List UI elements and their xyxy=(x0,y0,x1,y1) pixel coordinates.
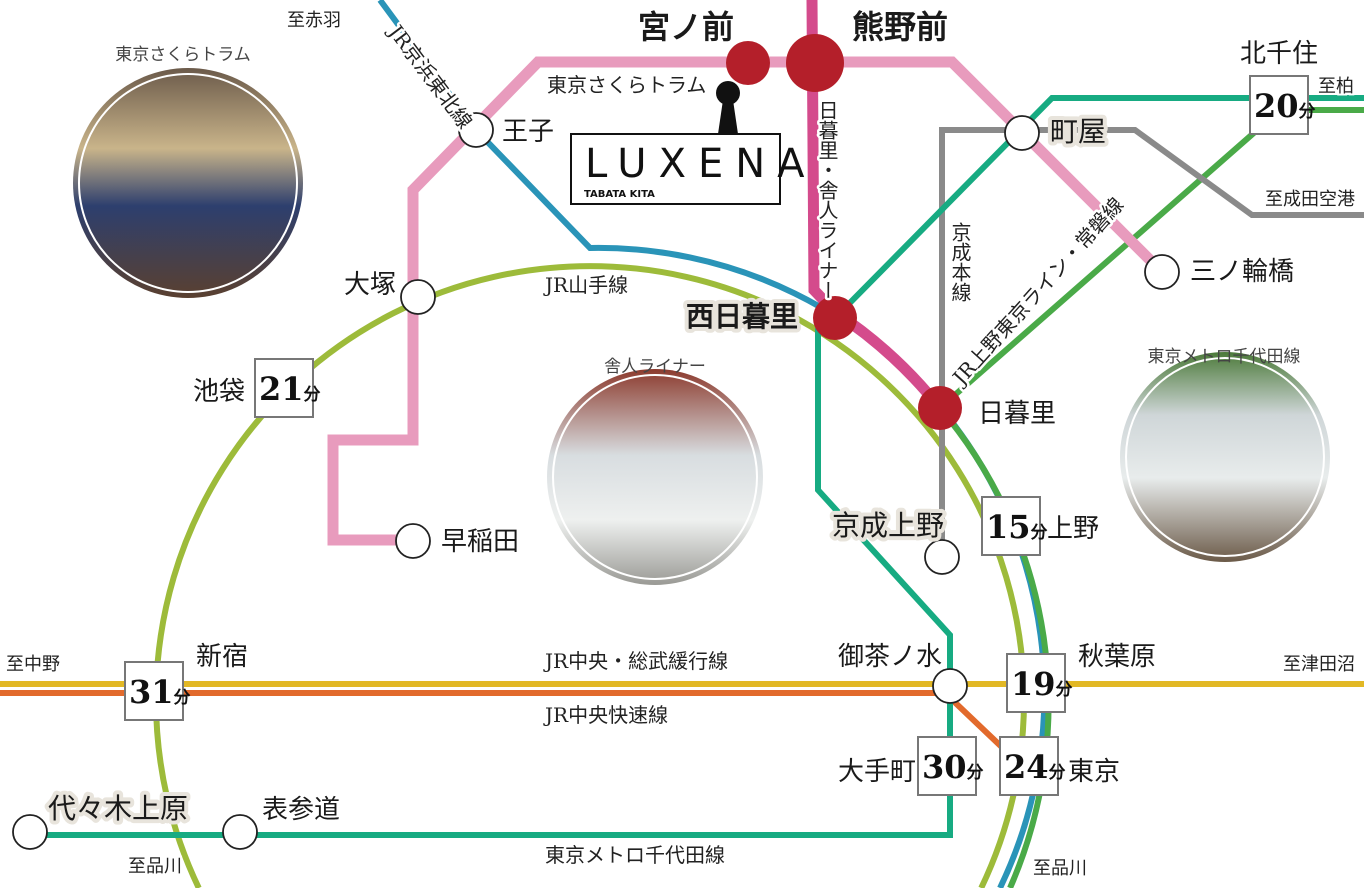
station-miyanomae[interactable]: 宮ノ前 xyxy=(635,5,737,49)
svg-text:20分: 20分 xyxy=(1254,87,1316,125)
photo-caption-chiyoda: 東京メトロ千代田線 xyxy=(1148,347,1301,367)
station-keiseiueno[interactable]: 京成上野 xyxy=(828,505,948,546)
dest-narita: 至成田空港 xyxy=(1265,189,1355,210)
time-box-ikebukuro: 21分 xyxy=(254,358,321,418)
label-joban: JR上野東京ライン・常磐線 xyxy=(947,193,1129,391)
dest-akabane: 至赤羽 xyxy=(287,10,341,31)
station-ueno[interactable]: 上野 xyxy=(1044,511,1102,547)
station-nippori-marker[interactable] xyxy=(918,386,962,430)
logo-sub: TABATA KITA xyxy=(584,189,655,200)
dest-kashiwa: 至柏 xyxy=(1318,76,1354,97)
photo-caption-liner: 舎人ライナー xyxy=(604,357,706,377)
station-yoyogiuehara[interactable]: 代々木上原 xyxy=(44,788,192,829)
time-box-ueno: 15分 xyxy=(981,496,1048,556)
station-akihabara[interactable]: 秋葉原 xyxy=(1075,639,1159,675)
dest-tsudanuma: 至津田沼 xyxy=(1283,654,1355,675)
station-keiseiueno-marker[interactable] xyxy=(924,539,960,575)
dest-nakano: 至中野 xyxy=(6,654,60,675)
photo-sakura-tram: 東京さくらトラム xyxy=(73,45,303,298)
station-oji-marker[interactable] xyxy=(458,112,494,148)
station-shinjuku[interactable]: 新宿 xyxy=(193,639,251,675)
station-miyanomae-marker[interactable] xyxy=(726,41,770,85)
station-nippori[interactable]: 日暮里 xyxy=(975,396,1059,432)
label-yamanote: JR山手線 xyxy=(543,273,628,297)
time-box-otemachi: 30分 xyxy=(917,736,984,796)
photo-toneri-liner: 舎人ライナー xyxy=(547,357,763,585)
svg-text:24分: 24分 xyxy=(1004,748,1066,786)
label-chuo-rapid: JR中央快速線 xyxy=(543,703,668,727)
station-minowabashi[interactable]: 三ノ輪橋 xyxy=(1187,254,1297,290)
label-sakura-tram: 東京さくらトラム xyxy=(547,73,706,97)
svg-text:21分: 21分 xyxy=(259,370,321,408)
time-box-kitasenju: 20分 xyxy=(1249,75,1316,135)
station-waseda-marker[interactable] xyxy=(395,523,431,559)
logo-name: LUXENA xyxy=(585,141,817,187)
svg-text:19分: 19分 xyxy=(1011,665,1073,703)
label-chuo-sobu: JR中央・総武緩行線 xyxy=(543,649,728,673)
label-keisei: 京成本線 xyxy=(948,222,972,302)
station-kumanomae-marker[interactable] xyxy=(786,34,844,92)
station-kumanomae[interactable]: 熊野前 xyxy=(849,5,951,49)
time-box-tokyo: 24分 xyxy=(999,736,1066,796)
svg-text:30分: 30分 xyxy=(922,748,984,786)
station-otsuka[interactable]: 大塚 xyxy=(341,267,399,303)
station-ikebukuro[interactable]: 池袋 xyxy=(190,374,248,410)
station-tokyo[interactable]: 東京 xyxy=(1065,754,1123,790)
label-chiyoda: 東京メトロ千代田線 xyxy=(545,843,725,867)
station-nishinippori[interactable]: 西日暮里 xyxy=(682,296,802,337)
line-keisei xyxy=(939,127,1364,557)
station-oji[interactable]: 王子 xyxy=(499,114,557,150)
time-box-akihabara: 19分 xyxy=(1006,653,1073,713)
station-otemachi[interactable]: 大手町 xyxy=(835,754,919,790)
station-yoyogiuehara-marker[interactable] xyxy=(12,814,48,850)
line-yamanote xyxy=(153,263,1027,888)
station-machiya[interactable]: 町屋 xyxy=(1046,111,1110,152)
station-omotesando[interactable]: 表参道 xyxy=(259,792,343,828)
luxena-logo: LUXENA TABATA KITA xyxy=(570,81,817,205)
station-minowabashi-marker[interactable] xyxy=(1144,254,1180,290)
station-waseda[interactable]: 早稲田 xyxy=(438,524,522,560)
svg-text:15分: 15分 xyxy=(986,508,1048,546)
time-box-shinjuku: 31分 xyxy=(124,661,191,721)
dest-shinagawa-right: 至品川 xyxy=(1033,858,1087,879)
photo-caption-tram: 東京さくらトラム xyxy=(115,45,251,65)
station-kitasenju[interactable]: 北千住 xyxy=(1237,36,1321,72)
line-joban xyxy=(935,107,1364,888)
line-sakura-tram xyxy=(327,56,1166,546)
station-omotesando-marker[interactable] xyxy=(222,814,258,850)
label-keihin-tohoku: JR京浜東北線 xyxy=(383,19,477,133)
station-nishinippori-marker[interactable] xyxy=(813,296,857,340)
label-toneri: 日暮里・舎人ライナー xyxy=(815,100,839,300)
station-ochanomizu[interactable]: 御茶ノ水 xyxy=(835,639,945,675)
svg-text:31分: 31分 xyxy=(129,673,191,711)
dest-shinagawa-left: 至品川 xyxy=(128,856,182,877)
station-otsuka-marker[interactable] xyxy=(400,279,436,315)
station-ochanomizu-marker[interactable] xyxy=(932,668,968,704)
photo-chiyoda-line: 東京メトロ千代田線 xyxy=(1120,347,1330,562)
station-machiya-marker[interactable] xyxy=(1004,115,1040,151)
